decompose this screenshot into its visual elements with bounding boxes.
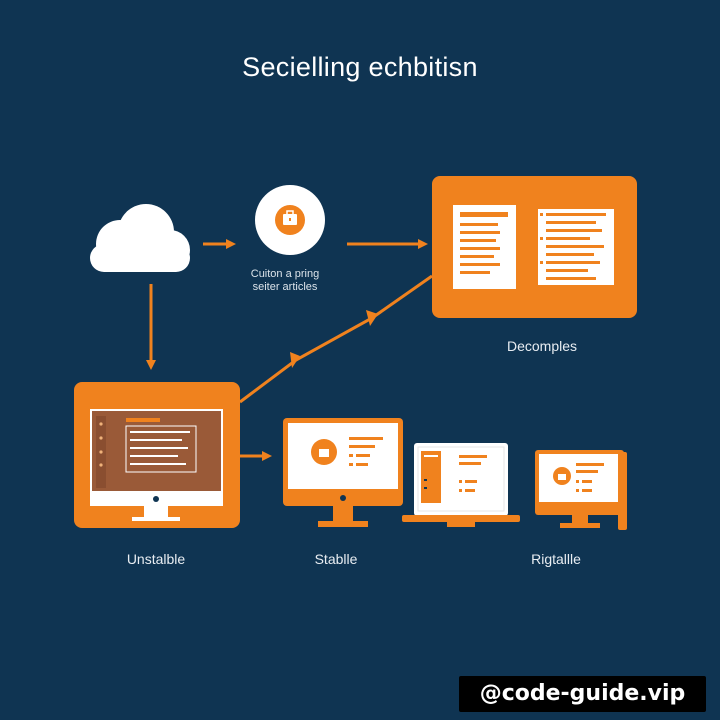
service-caption-line1: Cuiton a pring: [250, 268, 320, 280]
right-monitor: [535, 450, 627, 530]
diagram-title: Secielling echbitisn: [242, 52, 478, 82]
document-panel-label: Decomples: [506, 338, 578, 354]
service-caption-line2: seiter articles: [252, 281, 318, 293]
unstable-monitor: [74, 382, 240, 528]
arrow-monitor-to-documents: [239, 274, 433, 404]
unstable-label: Unstalble: [126, 551, 186, 567]
document-panel: [432, 176, 637, 318]
right-devices-label: Rigtallle: [531, 551, 581, 567]
service-node: [255, 185, 325, 255]
briefcase-icon: [283, 210, 297, 225]
stable-monitor: [283, 418, 403, 527]
connector-arrows: [146, 239, 433, 461]
cloud-icon: [90, 204, 190, 272]
stable-label: Stablle: [314, 551, 358, 567]
stable-laptop: [402, 443, 520, 527]
service-caption: Cuiton a pring seiter articles: [220, 268, 350, 294]
watermark: @code-guide.vip: [459, 676, 706, 712]
monitor-icon: [90, 409, 223, 521]
document-icon: [453, 205, 516, 289]
document-list: [531, 205, 619, 289]
